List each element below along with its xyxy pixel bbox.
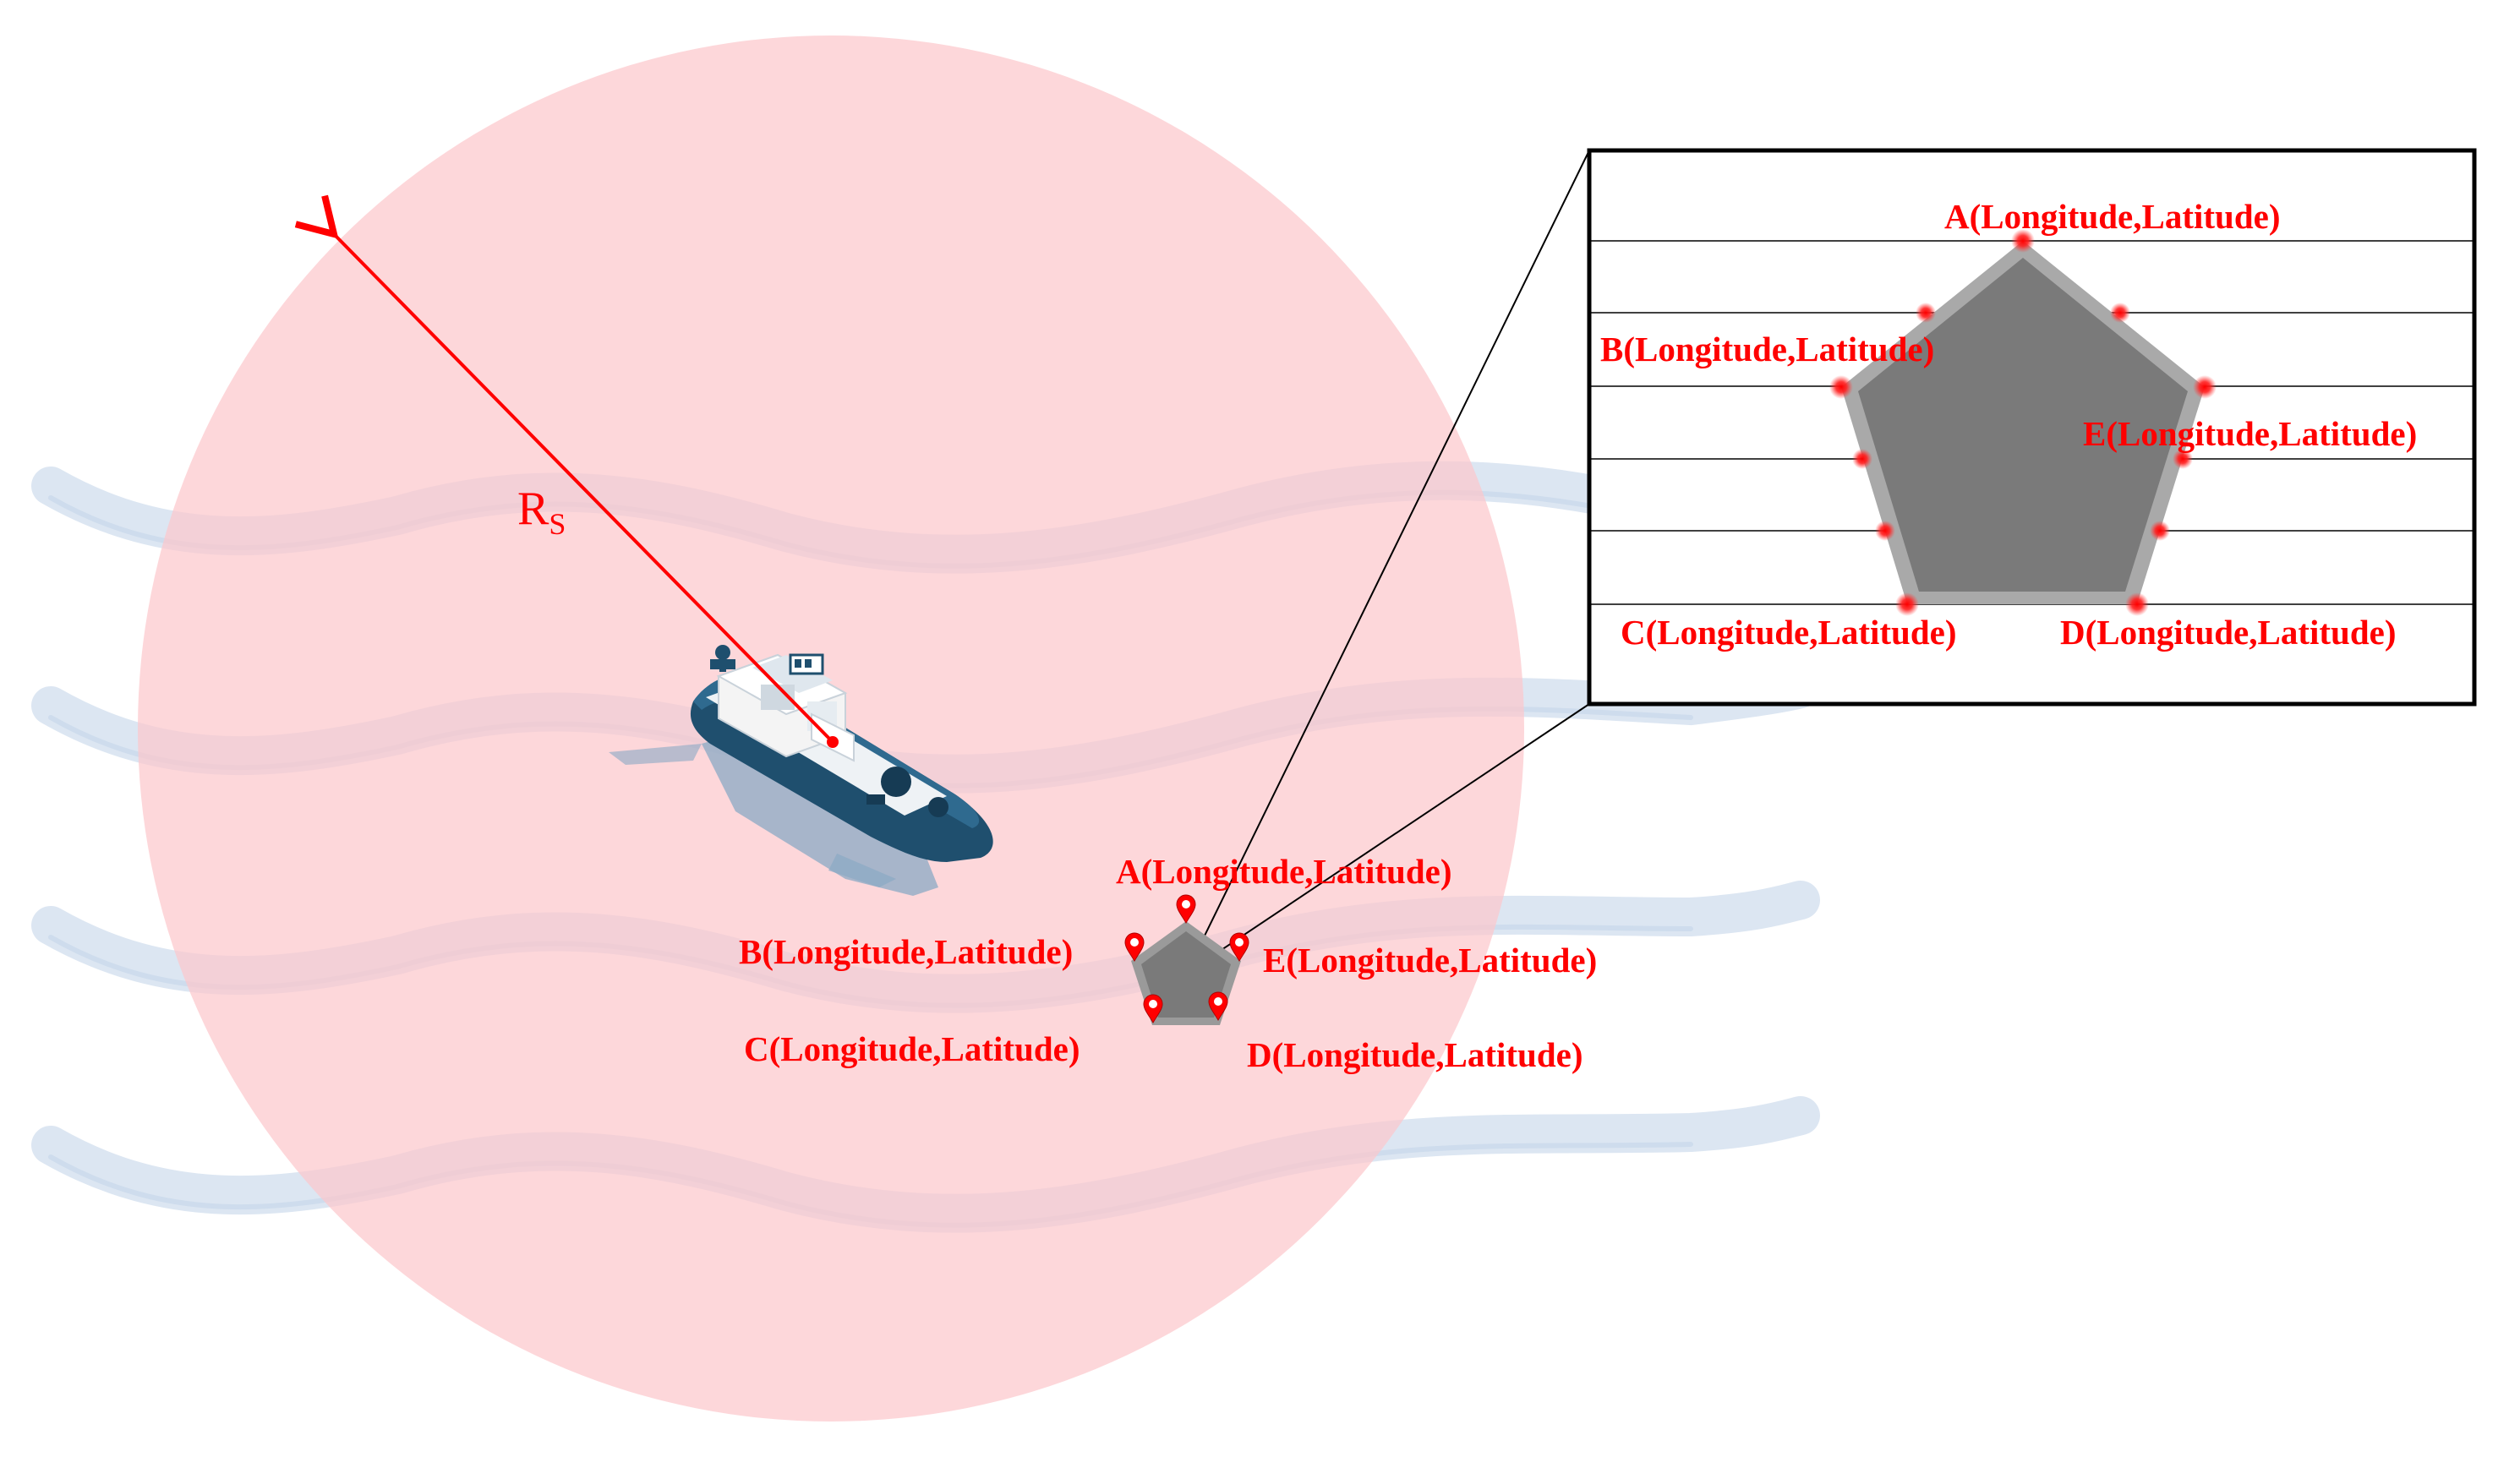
- map-pin-icon: [1124, 932, 1145, 962]
- edge-point: [2110, 303, 2130, 323]
- marker-b: [1124, 932, 1145, 962]
- map-pin-icon: [1208, 991, 1228, 1021]
- label-d-small: D(Longitude,Latitude): [1247, 1035, 1583, 1074]
- label-b-zoomed: B(Longitude,Latitude): [1600, 330, 1934, 368]
- boundary-points: [1829, 229, 2217, 616]
- marker-c: [1143, 994, 1163, 1023]
- vertex-a: [2011, 229, 2035, 253]
- ship-icon: [609, 645, 993, 896]
- radius-label: RS: [517, 483, 566, 541]
- vertex-d: [2125, 592, 2149, 616]
- zoom-inset: A(Longitude,Latitude) B(Longitude,Latitu…: [1587, 148, 2477, 707]
- vertex-b: [1829, 375, 1853, 399]
- label-a-small: A(Longitude,Latitude): [1116, 852, 1452, 891]
- label-b-small: B(Longitude,Latitude): [739, 932, 1073, 971]
- vertex-c: [1895, 592, 1919, 616]
- radius-symbol: R: [517, 483, 549, 535]
- edge-point: [2173, 449, 2193, 469]
- radius-arrow: [294, 194, 834, 744]
- map-pin-icon: [1176, 894, 1196, 924]
- label-e-small: E(Longitude,Latitude): [1263, 941, 1597, 980]
- edge-point: [1875, 521, 1895, 541]
- radius-subscript: S: [549, 507, 566, 541]
- marker-d: [1208, 991, 1228, 1021]
- target-area-zoomed: [1841, 241, 2205, 604]
- label-a-zoomed: A(Longitude,Latitude): [1944, 197, 2281, 236]
- zoom-line-bottom: [1185, 703, 1590, 974]
- marker-e: [1229, 932, 1249, 962]
- map-pin-icon: [1143, 994, 1163, 1023]
- edge-point: [1916, 303, 1936, 323]
- label-c-small: C(Longitude,Latitude): [744, 1029, 1080, 1068]
- map-pin-icon: [1229, 932, 1249, 962]
- vertex-e: [2193, 375, 2217, 399]
- label-d-zoomed: D(Longitude,Latitude): [2060, 613, 2397, 652]
- edge-point: [2150, 521, 2170, 541]
- edge-point: [1852, 449, 1872, 469]
- label-e-zoomed: E(Longitude,Latitude): [2083, 414, 2417, 453]
- zoom-line-top: [1185, 150, 1590, 974]
- marker-a: [1176, 894, 1196, 924]
- inset-border: [1587, 148, 2477, 707]
- label-c-zoomed: C(Longitude,Latitude): [1621, 613, 1957, 652]
